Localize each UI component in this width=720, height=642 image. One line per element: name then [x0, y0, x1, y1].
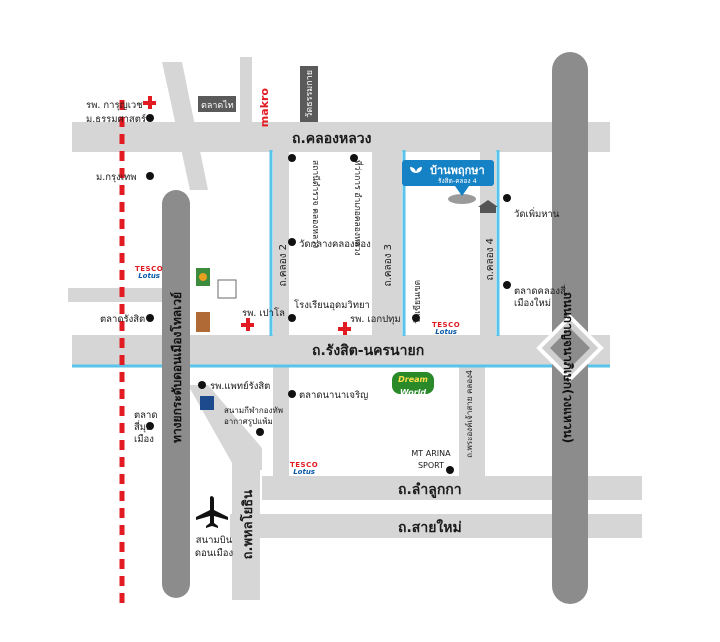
road-khlong-2-south	[273, 362, 289, 482]
small-logo-3	[196, 312, 210, 332]
house-icon	[478, 200, 498, 213]
road-label-khlong2: ถ.คลอง 2	[278, 244, 289, 287]
road-label-phrongphrai: ถ.พระองค์เจ้าสาย คลอง4	[465, 370, 474, 458]
road-label-sai-mai: ถ.สายใหม่	[398, 520, 462, 536]
poi-dots	[146, 114, 511, 474]
lotus-text: Lotus	[293, 468, 315, 476]
road-label-khlong3: ถ.คลอง 3	[383, 244, 394, 287]
poi-wat-khian: วัดเขียนเขต	[413, 280, 423, 325]
zeen-logo	[200, 396, 214, 410]
interchange	[536, 314, 604, 382]
poi-makro: makro	[258, 88, 271, 128]
dreamworld-line-2: World	[399, 388, 427, 397]
project-sub: รังสิต-คลอง 4	[438, 177, 477, 185]
dreamworld-line-1: Dream	[398, 375, 428, 384]
airplane-icon	[196, 496, 228, 528]
hospital-cross-icon	[241, 318, 254, 331]
poi-wat-thammakai: วัดธรรมกาย	[305, 70, 315, 118]
talat-thai-box	[198, 96, 236, 112]
road-label-vibhavadi: ทางยกระดับดอนเมืองโทลเวย์	[170, 292, 184, 443]
tesco-lotus-logo: TESCO Lotus	[290, 462, 318, 476]
small-logo-2	[217, 279, 237, 299]
poi-talat-thai: ตลาดไท	[201, 101, 234, 111]
location-pin-icon	[402, 160, 494, 204]
road-label-phahonyothin: ถ.พหลโยธิน	[241, 490, 256, 560]
road-label-khlong4: ถ.คลอง 4	[485, 238, 496, 281]
hospital-cross-icon	[143, 96, 156, 109]
road-phahonyothin	[232, 450, 260, 600]
poi-hosp-phaet: รพ.แพทย์รังสิต	[210, 381, 271, 392]
poi-police: สถานีตำรวจ คลองหลวง	[310, 160, 320, 249]
poi-stadium: สนามกีฬากองทัพ อากาศรูปแพ้ม	[224, 406, 284, 426]
hospital-cross-icon	[338, 322, 351, 335]
tesco-text: TESCO	[135, 265, 164, 273]
poi-district-office: ที่ว่าการ อำเภอคลองหลวง	[352, 160, 362, 256]
poi-airport: สนามบิน ดอนเมือง	[194, 535, 234, 559]
lotus-text: Lotus	[435, 328, 457, 336]
poi-mt-arena: MT ARINA SPORT	[411, 449, 451, 470]
highway-vibhavadi	[162, 190, 190, 598]
road-khlong-luang	[72, 122, 610, 152]
road-khlong-3	[372, 150, 402, 340]
road-phra-ong	[459, 362, 485, 482]
poi-thammasat: ม.ธรรมศาสตร์	[86, 114, 146, 125]
road-label-rangsit: ถ.รังสิต-นครนายก	[312, 343, 425, 359]
poi-hosp-karunvej: รพ. การุญเวช	[86, 100, 143, 111]
tesco-lotus-logo: TESCO Lotus	[432, 322, 460, 336]
poi-udom-school: โรงเรียนอุดมวิทยา	[294, 300, 370, 311]
road-label-kanchanaphisek: ถนนกาญจนาภิเษก(วงแหวน)	[561, 292, 575, 444]
road-label-khlong-luang: ถ.คลองหลวง	[292, 131, 372, 147]
poi-market-si-muang: ตลาด สี่มุมเมือง	[134, 410, 158, 445]
road-northwest-diag	[162, 62, 208, 190]
tesco-text: TESCO	[290, 461, 319, 469]
project-name: บ้านพฤกษา	[430, 164, 485, 177]
road-makro-connector	[240, 57, 252, 127]
poi-wat-phuean: วัดเพิ่มหาน	[514, 209, 560, 220]
road-rangsit-nakhonnayok	[72, 335, 610, 365]
road-khlong-2	[273, 150, 289, 340]
poi-hosp-paolo: รพ. เปาโล	[242, 308, 285, 319]
poi-market-khlong: ตลาดคลองสี่ เมืองใหม่	[514, 286, 566, 309]
poi-hosp-pathum: รพ. เอกปทุม	[350, 314, 401, 325]
poi-wat-klang: วัดกลางคลองสอง	[299, 239, 371, 250]
road-khlong-4	[480, 150, 496, 340]
poi-bangkok-u: ม.กรุงเทพ	[96, 172, 137, 183]
wat-thammakai-box	[300, 66, 318, 122]
tesco-text: TESCO	[432, 321, 461, 329]
poi-market-nana: ตลาดนานาเจริญ	[299, 390, 369, 401]
tesco-lotus-logo: TESCO Lotus	[135, 266, 163, 280]
poi-market-rangsit: ตลาดรังสิต	[100, 314, 146, 325]
lotus-text: Lotus	[138, 272, 160, 280]
poi-dreamworld-logo: Dream World	[392, 372, 434, 397]
road-label-lam-luk-ka: ถ.ลำลูกกา	[398, 482, 462, 498]
